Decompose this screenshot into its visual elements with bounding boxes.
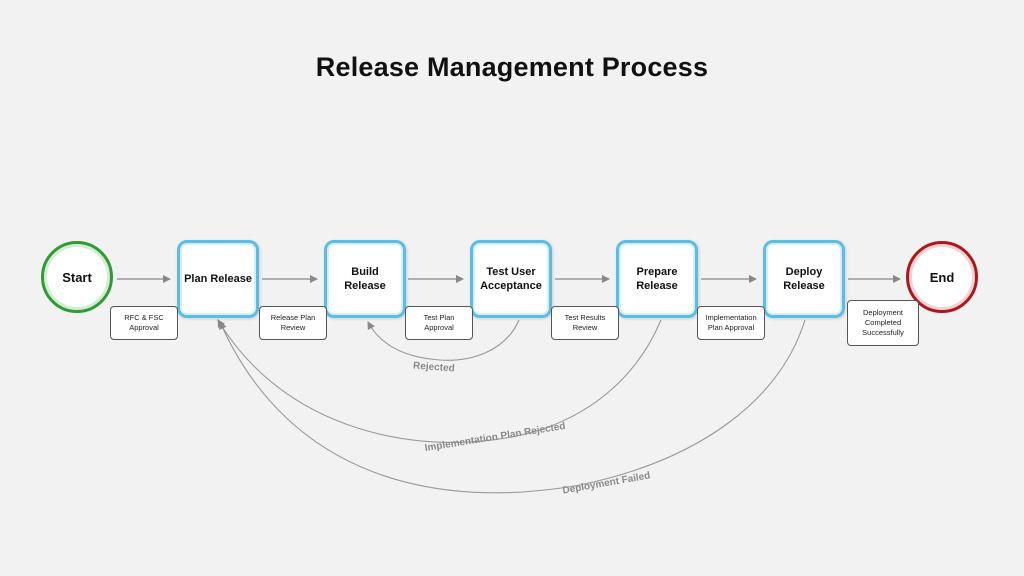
step-plan-release: Plan Release — [177, 240, 259, 318]
step-label: Prepare Release — [636, 266, 678, 292]
step-label: Test User Acceptance — [480, 266, 542, 292]
gate-label: Implementation Plan Approval — [705, 313, 757, 332]
start-node: Start — [41, 241, 113, 313]
loop-rejected — [367, 319, 520, 361]
gate-rfc-fsc-approval: RFC & FSC Approval — [110, 306, 178, 340]
gate-label: Deployment Completed Successfully — [862, 308, 904, 337]
loop-implementation-rejected — [217, 319, 662, 443]
gate-label: Test Results Review — [564, 313, 606, 332]
gate-test-plan-approval: Test Plan Approval — [405, 306, 473, 340]
step-prepare-release: Prepare Release — [616, 240, 698, 318]
gate-test-results-review: Test Results Review — [551, 306, 619, 340]
gate-label: Release Plan Review — [270, 313, 316, 332]
start-label: Start — [62, 269, 92, 285]
gate-deployment-completed: Deployment Completed Successfully — [847, 300, 919, 346]
page-title: Release Management Process — [315, 52, 709, 82]
step-build-release: Build Release — [324, 240, 406, 318]
step-label: Deploy Release — [783, 266, 825, 292]
gate-release-plan-review: Release Plan Review — [259, 306, 327, 340]
step-deploy-release: Deploy Release — [763, 240, 845, 318]
step-label: Build Release — [344, 266, 386, 292]
gate-implementation-plan-approval: Implementation Plan Approval — [697, 306, 765, 340]
gate-label: Test Plan Approval — [423, 313, 455, 332]
step-test-user-acceptance: Test User Acceptance — [470, 240, 552, 318]
end-label: End — [929, 269, 955, 285]
loop-deployment-failed — [219, 319, 806, 494]
step-label: Plan Release — [184, 273, 252, 285]
gate-label: RFC & FSC Approval — [124, 313, 164, 332]
